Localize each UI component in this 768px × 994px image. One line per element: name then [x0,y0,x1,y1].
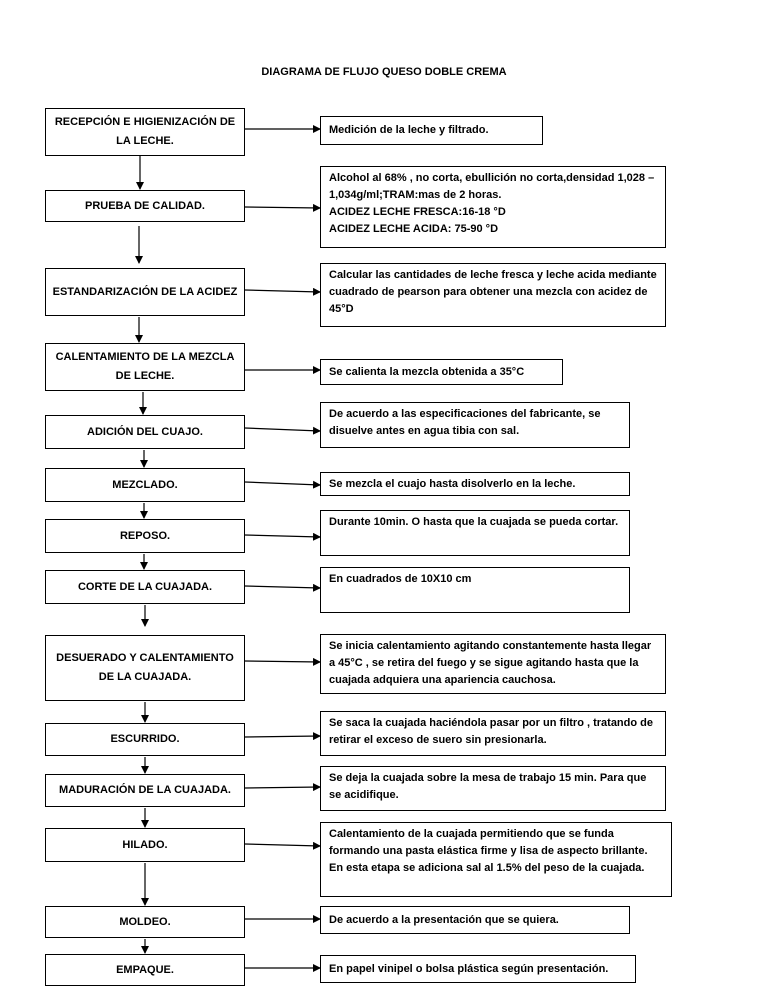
step-label: ESCURRIDO. [110,733,180,745]
diagram-title: DIAGRAMA DE FLUJO QUESO DOBLE CREMA [261,66,507,78]
step-label: MADURACIÓN DE LA CUAJADA. [59,784,231,796]
description-text: Se deja la cuajada sobre la mesa de trab… [329,772,647,801]
step-label: MEZCLADO. [112,478,178,491]
step-label: HILADO. [122,838,168,851]
step-box-10: ESCURRIDO. [45,723,245,756]
description-text: Calentamiento de la cuajada permitiendo … [329,828,648,874]
step-box-5: ADICIÓN DEL CUAJO. [45,415,245,449]
step-box-9: DESUERADO Y CALENTAMIENTO DE LA CUAJADA. [45,635,245,701]
description-box-4: Se calienta la mezcla obtenida a 35°C [320,359,563,385]
description-text: Medición de la leche y filtrado. [329,124,489,136]
step-label: CORTE DE LA CUAJADA. [77,580,213,593]
description-text: Calcular las cantidades de leche fresca … [329,269,657,315]
step-box-14: EMPAQUE. [45,954,245,986]
step-label: ADICIÓN DEL CUAJO. [87,425,203,438]
flow-arrow-description-9 [244,657,321,666]
flow-arrow-description-5 [244,426,321,435]
description-text: Se mezcla el cuajo hasta disolverlo en l… [329,478,576,490]
description-text: En papel vinipel o bolsa plástica según … [329,963,609,975]
step-box-2: PRUEBA DE CALIDAD. [45,190,245,222]
description-text: Se inicia calentamiento agitando constan… [329,640,652,686]
flow-arrow-description-10 [244,732,321,741]
step-box-8: CORTE DE LA CUAJADA. [45,570,245,604]
description-box-13: De acuerdo a la presentación que se quie… [320,906,630,934]
step-box-6: MEZCLADO. [45,468,245,502]
description-text: De acuerdo a la presentación que se quie… [329,914,559,926]
step-box-12: HILADO. [45,828,245,862]
step-label: EMPAQUE. [116,963,174,976]
description-text: De acuerdo a las especificaciones del fa… [329,408,601,437]
description-box-7: Durante 10min. O hasta que la cuajada se… [320,510,630,556]
step-label: CALENTAMIENTO DE LA MEZCLA DE LECHE. [55,351,235,382]
step-box-13: MOLDEO. [45,906,245,938]
step-box-3: ESTANDARIZACIÓN DE LA ACIDEZ [45,268,245,316]
flow-arrow-description-11 [244,783,321,792]
description-box-5: De acuerdo a las especificaciones del fa… [320,402,630,448]
description-box-9: Se inicia calentamiento agitando constan… [320,634,666,694]
flow-arrow-description-3 [244,287,321,296]
step-label: PRUEBA DE CALIDAD. [85,199,205,212]
description-text: En cuadrados de 10X10 cm [329,573,472,585]
flow-arrow-description-7 [244,532,321,541]
description-box-14: En papel vinipel o bolsa plástica según … [320,955,636,983]
description-box-11: Se deja la cuajada sobre la mesa de trab… [320,766,666,811]
description-text: Se calienta la mezcla obtenida a 35°C [329,366,525,378]
description-box-3: Calcular las cantidades de leche fresca … [320,263,666,327]
step-label: RECEPCIÓN E HIGIENIZACIÓN DE LA LECHE. [54,116,236,147]
step-label: DESUERADO Y CALENTAMIENTO DE LA CUAJADA. [56,652,234,683]
step-box-7: REPOSO. [45,519,245,553]
description-box-1: Medición de la leche y filtrado. [320,116,543,145]
description-box-10: Se saca la cuajada haciéndola pasar por … [320,711,666,756]
flow-arrow-description-12 [244,841,321,850]
step-label: MOLDEO. [119,915,171,928]
description-box-8: En cuadrados de 10X10 cm [320,567,630,613]
step-box-1: RECEPCIÓN E HIGIENIZACIÓN DE LA LECHE. [45,108,245,156]
step-box-4: CALENTAMIENTO DE LA MEZCLA DE LECHE. [45,343,245,391]
step-box-11: MADURACIÓN DE LA CUAJADA. [45,774,245,807]
description-text: Alcohol al 68% , no corta, ebullición no… [329,172,655,235]
description-box-6: Se mezcla el cuajo hasta disolverlo en l… [320,472,630,496]
description-text: Durante 10min. O hasta que la cuajada se… [329,516,619,528]
description-text: Se saca la cuajada haciéndola pasar por … [329,717,653,746]
step-label: ESTANDARIZACIÓN DE LA ACIDEZ [52,285,238,298]
flow-arrow-description-2 [244,203,321,212]
description-box-12: Calentamiento de la cuajada permitiendo … [320,822,672,897]
flow-arrow-description-8 [244,583,321,592]
flow-arrow-description-6 [244,480,321,489]
step-label: REPOSO. [119,529,171,542]
description-box-2: Alcohol al 68% , no corta, ebullición no… [320,166,666,248]
